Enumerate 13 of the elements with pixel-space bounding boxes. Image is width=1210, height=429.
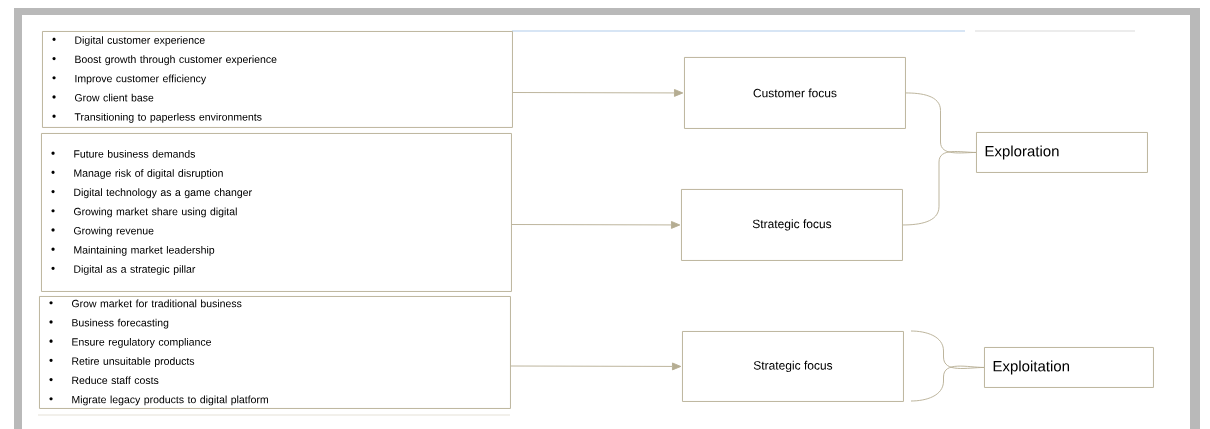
arrow — [512, 89, 684, 97]
bullet-list-box: Future business demands Manage risk of digital disruption Digital technology as a game changer Growing market share using digital Growing revenue Maintaining market leadership Digital as a strategic pillar — [41, 133, 512, 292]
focus-box: Strategic focus — [681, 189, 903, 261]
focus-box: Strategic focus — [682, 331, 904, 402]
curly-brace — [902, 151, 977, 226]
bullet-list-box: Digital customer experience Boost growth through customer experience Improve customer efficiency Grow client base Transitioning to paperless environments — [42, 31, 513, 128]
outcome-box: Exploitation — [984, 347, 1154, 388]
focus-box: Customer focus — [684, 57, 906, 129]
bullet-list-box: Grow market for traditional business Business forecasting Ensure regulatory compliance Retire unsuitable products Reduce staff costs Migrate legacy products to digital platform — [39, 296, 511, 409]
arrow — [511, 221, 681, 229]
outcome-box: Exploration — [976, 132, 1148, 173]
arrow — [510, 362, 682, 371]
curly-brace — [910, 330, 985, 402]
